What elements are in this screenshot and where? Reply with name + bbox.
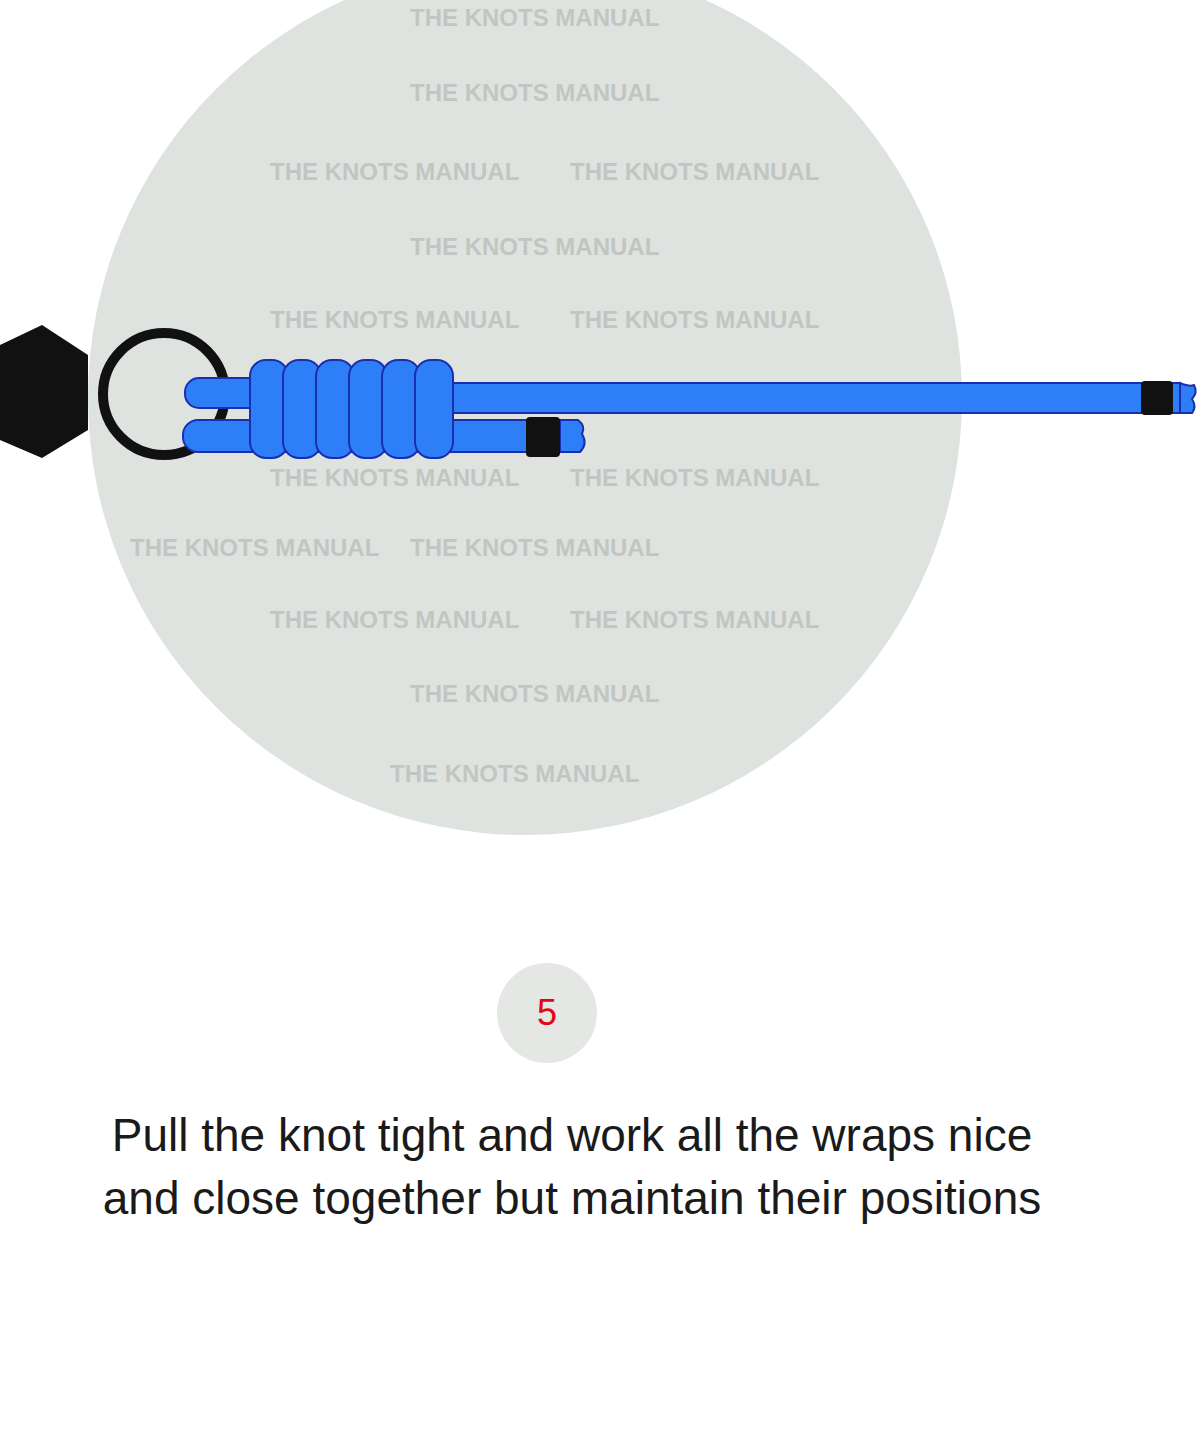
- background-disc: [88, 0, 962, 835]
- watermark: THE KNOTS MANUAL: [410, 534, 659, 562]
- tag-band: [527, 418, 559, 456]
- watermark: THE KNOTS MANUAL: [410, 4, 659, 32]
- watermark: THE KNOTS MANUAL: [270, 158, 519, 186]
- swivel-body: [0, 325, 88, 458]
- watermark: THE KNOTS MANUAL: [130, 534, 379, 562]
- standing-end: [1180, 383, 1196, 413]
- watermark: THE KNOTS MANUAL: [410, 79, 659, 107]
- watermark: THE KNOTS MANUAL: [570, 464, 819, 492]
- watermark: THE KNOTS MANUAL: [410, 680, 659, 708]
- step-number: 5: [537, 992, 557, 1034]
- wrap-coil: [415, 360, 453, 458]
- watermark: THE KNOTS MANUAL: [270, 464, 519, 492]
- watermark: THE KNOTS MANUAL: [410, 233, 659, 261]
- wraps: [250, 360, 453, 458]
- step-number-circle: 5: [497, 963, 597, 1063]
- watermark: THE KNOTS MANUAL: [270, 606, 519, 634]
- watermark: THE KNOTS MANUAL: [390, 760, 639, 788]
- watermark: THE KNOTS MANUAL: [570, 306, 819, 334]
- watermark: THE KNOTS MANUAL: [570, 606, 819, 634]
- standing-line: [440, 383, 1180, 413]
- watermark: THE KNOTS MANUAL: [270, 306, 519, 334]
- end-band: [1142, 382, 1172, 414]
- watermark: THE KNOTS MANUAL: [570, 158, 819, 186]
- caption: Pull the knot tight and work all the wra…: [72, 1104, 1072, 1230]
- tag-end: [560, 420, 585, 452]
